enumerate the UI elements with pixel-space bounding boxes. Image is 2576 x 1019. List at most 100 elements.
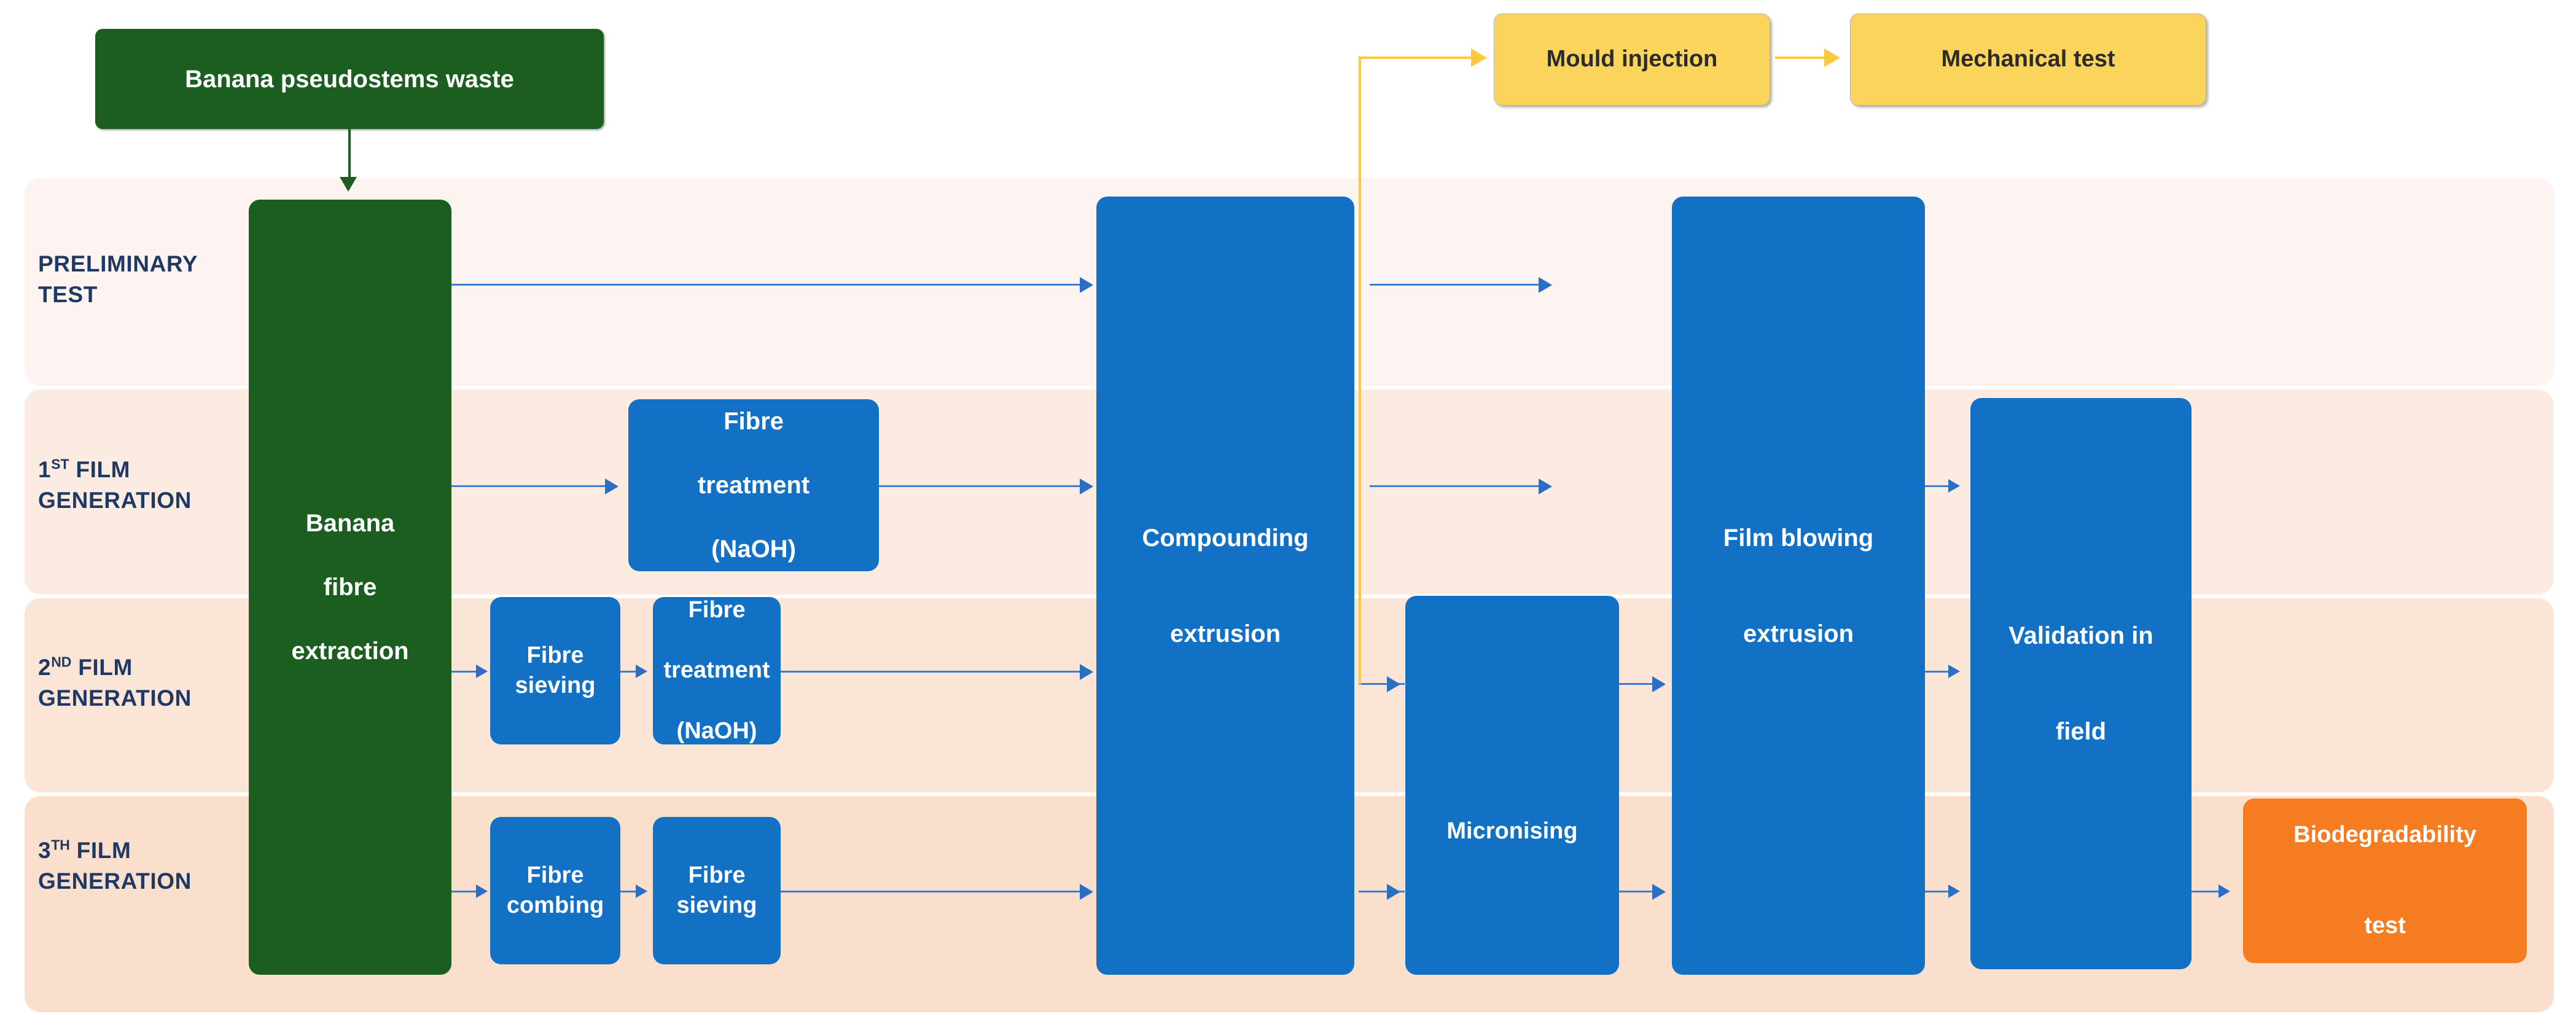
lane-label-gen1-line2: GENERATION: [38, 487, 192, 513]
node-micronising-label: Micronising: [1446, 818, 1578, 844]
connector-filmblowing-to-validation-row4: [1925, 891, 1953, 892]
connector-sieving-gen3-to-compounding: [781, 891, 1082, 892]
arrowhead-filmblowing-row2: [1539, 478, 1552, 494]
lane-ordinal-suffix-gen3: TH: [51, 837, 70, 853]
arrowhead-treatment-gen1: [605, 478, 619, 494]
connector-extraction-to-treatment-gen1: [451, 485, 608, 487]
connector-mould-to-mechanical: [1775, 57, 1830, 59]
node-banana-fibre-extraction[interactable]: Banana fibre extraction: [249, 200, 451, 975]
node-validation-in-field-label: Validation in field: [1977, 620, 2185, 748]
arrowhead-sieving-gen3: [636, 884, 647, 898]
treat-gen1-line3: (NaOH): [711, 536, 796, 563]
connector-extraction-to-sieving-gen2: [451, 671, 479, 673]
node-fibre-sieving-gen2-label: Fibre sieving: [515, 642, 596, 698]
node-fibre-sieving-gen3[interactable]: Fibre sieving: [653, 817, 781, 964]
node-mechanical-test[interactable]: Mechanical test: [1850, 14, 2206, 106]
extraction-line1: Banana: [305, 510, 395, 537]
filmblowing-line2: extrusion: [1743, 620, 1854, 647]
node-mechanical-test-label: Mechanical test: [1941, 46, 2115, 72]
lane-label-gen2-line2: GENERATION: [38, 685, 192, 711]
arrowhead-compounding-row1: [1080, 277, 1093, 293]
lane-ordinal-gen1: 1: [38, 457, 52, 482]
node-fibre-sieving-gen3-label: Fibre sieving: [676, 862, 757, 918]
connector-treatment-gen1-to-compounding: [879, 485, 1083, 487]
lane-label-preliminary-line2: TEST: [38, 281, 98, 307]
arrowhead-validation-row4: [1948, 884, 1960, 898]
lane-label-gen2: 2ND FILM GENERATION: [38, 652, 259, 714]
node-banana-pseudostems-waste-label: Banana pseudostems waste: [185, 65, 514, 93]
node-validation-in-field[interactable]: Validation in field: [1970, 398, 2192, 969]
arrowhead-treatment-gen2: [636, 665, 647, 678]
node-mould-injection-label: Mould injection: [1546, 46, 1718, 72]
connector-compounding-to-filmblowing-row2: [1370, 485, 1542, 487]
lane-label-gen3-line1: FILM: [76, 838, 131, 863]
lane-ordinal-gen3: 3: [38, 838, 52, 863]
validation-line1: Validation in: [2008, 622, 2153, 649]
node-fibre-combing-gen3-label: Fibre combing: [506, 862, 604, 918]
node-banana-fibre-extraction-label: Banana fibre extraction: [255, 507, 445, 667]
node-fibre-combing-gen3[interactable]: Fibre combing: [490, 817, 620, 964]
filmblowing-line1: Film blowing: [1723, 524, 1874, 552]
connector-compounding-to-mould-horizontal: [1359, 57, 1475, 59]
lane-ordinal-gen2: 2: [38, 655, 52, 680]
node-biodegradability-test-label: Biodegradability test: [2249, 820, 2521, 942]
node-fibre-treatment-naoh-gen2[interactable]: Fibre treatment (NaOH): [653, 597, 781, 744]
connector-filmblowing-to-validation-row3: [1925, 671, 1953, 673]
lane-ordinal-suffix-gen2: ND: [51, 654, 72, 670]
node-fibre-treatment-naoh-gen1-label: Fibre treatment (NaOH): [634, 405, 873, 565]
connector-combing-to-sieving-gen3: [620, 891, 639, 892]
arrowhead-filmblowing-row1: [1539, 277, 1552, 293]
connector-treatment-gen2-to-compounding: [781, 671, 1082, 673]
treat-gen1-line2: treatment: [697, 472, 810, 499]
node-biodegradability-test[interactable]: Biodegradability test: [2243, 798, 2527, 963]
arrowhead-compounding-row3: [1080, 664, 1093, 680]
arrowhead-micronising-row3: [1387, 676, 1400, 692]
arrowhead-compounding-row4: [1080, 884, 1093, 900]
treat-gen1-line1: Fibre: [724, 408, 784, 435]
arrowhead-validation-row3: [1948, 665, 1960, 678]
node-film-blowing-extrusion[interactable]: Film blowing extrusion: [1672, 197, 1925, 975]
connector-micronising-to-filmblowing-row3: [1619, 683, 1656, 685]
treat-gen2-line2: treatment: [663, 657, 770, 684]
arrowhead-filmblowing-row4: [1652, 884, 1666, 900]
node-mould-injection[interactable]: Mould injection: [1494, 14, 1770, 106]
arrowhead-micronising-row4: [1387, 884, 1400, 900]
lane-label-gen1: 1ST FILM GENERATION: [38, 455, 259, 516]
arrowhead-validation-row2: [1948, 479, 1960, 493]
node-fibre-treatment-naoh-gen2-label: Fibre treatment (NaOH): [659, 595, 775, 747]
extraction-line3: extraction: [291, 638, 409, 665]
arrowhead-compounding-row2: [1080, 478, 1093, 494]
connector-sieving-to-treatment-gen2: [620, 671, 639, 673]
arrowhead-biodegradability: [2219, 884, 2230, 898]
node-fibre-sieving-gen2[interactable]: Fibre sieving: [490, 597, 620, 744]
lane-label-gen2-line1: FILM: [78, 655, 133, 680]
connector-compounding-to-mould-vertical: [1359, 57, 1361, 684]
connector-compounding-to-micronising-row4: [1359, 891, 1405, 892]
arrowhead-mechanical-test: [1824, 49, 1840, 67]
lane-label-preliminary: PRELIMINARY TEST: [38, 249, 247, 310]
node-banana-pseudostems-waste[interactable]: Banana pseudostems waste: [95, 29, 604, 129]
node-micronising[interactable]: Micronising: [1405, 596, 1619, 975]
connector-extraction-to-combing-gen3: [451, 891, 479, 892]
treat-gen2-line3: (NaOH): [676, 718, 757, 744]
lane-ordinal-suffix-gen1: ST: [51, 456, 69, 472]
node-compounding-extrusion-label: Compounding extrusion: [1103, 522, 1348, 650]
treat-gen2-line1: Fibre: [688, 596, 746, 623]
connector-micronising-to-filmblowing-row4: [1619, 891, 1656, 892]
lane-label-gen3-line2: GENERATION: [38, 868, 192, 894]
lane-label-gen3: 3TH FILM GENERATION: [38, 835, 259, 897]
node-film-blowing-extrusion-label: Film blowing extrusion: [1678, 522, 1919, 650]
node-compounding-extrusion[interactable]: Compounding extrusion: [1096, 197, 1354, 975]
connector-compounding-to-micronising-row3: [1359, 683, 1405, 685]
connector-waste-to-extraction: [348, 129, 351, 184]
connector-filmblowing-to-validation-row2: [1925, 485, 1953, 487]
arrowhead-mould-injection: [1471, 49, 1487, 67]
connector-validation-to-biodegradability: [2192, 891, 2222, 892]
extraction-line2: fibre: [323, 574, 377, 601]
arrowhead-waste-to-extraction: [340, 177, 357, 192]
arrowhead-sieving-gen2: [476, 665, 488, 678]
arrowhead-filmblowing-row3: [1652, 676, 1666, 692]
node-fibre-treatment-naoh-gen1[interactable]: Fibre treatment (NaOH): [628, 399, 879, 571]
compounding-line1: Compounding: [1142, 524, 1309, 552]
